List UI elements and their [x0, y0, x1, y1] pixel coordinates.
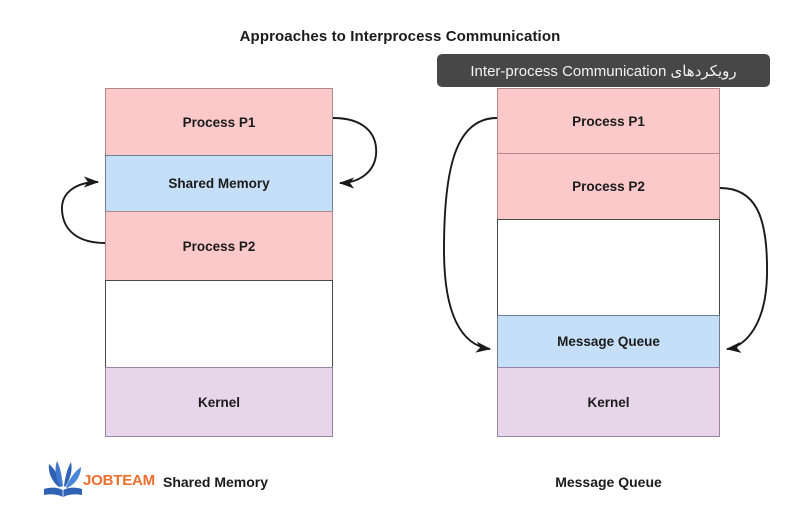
block-process-p1-right: Process P1 — [497, 88, 720, 154]
arrow-p1-to-shared-memory — [332, 117, 377, 189]
arrow-p1-to-message-queue — [443, 117, 498, 353]
translation-tooltip-text: رویکردهای Inter-process Communication — [470, 62, 737, 80]
block-kernel-right: Kernel — [497, 367, 720, 437]
block-empty-right — [497, 219, 720, 316]
block-message-queue: Message Queue — [497, 315, 720, 368]
jobteam-logo-text: JOBTEAM — [83, 471, 155, 489]
page-title: Approaches to Interprocess Communication — [239, 28, 561, 45]
block-kernel-left: Kernel — [105, 367, 333, 437]
diagram-shared-memory: Process P1 Shared Memory Process P2 Kern… — [105, 88, 333, 437]
arrow-p2-to-message-queue — [719, 187, 768, 353]
jobteam-logo: JOBTEAM — [40, 458, 155, 502]
caption-message-queue: Message Queue — [555, 474, 662, 490]
block-process-p1-left: Process P1 — [105, 88, 333, 156]
translation-tooltip: رویکردهای Inter-process Communication — [437, 54, 770, 87]
arrow-p2-to-shared-memory — [61, 176, 106, 244]
diagram-message-queue: Process P1 Process P2 Message Queue Kern… — [497, 88, 720, 437]
open-book-icon — [44, 461, 82, 497]
block-empty-left — [105, 280, 333, 368]
block-shared-memory: Shared Memory — [105, 155, 333, 212]
block-process-p2-left: Process P2 — [105, 211, 333, 281]
block-process-p2-right: Process P2 — [497, 153, 720, 220]
caption-shared-memory: Shared Memory — [163, 474, 269, 490]
